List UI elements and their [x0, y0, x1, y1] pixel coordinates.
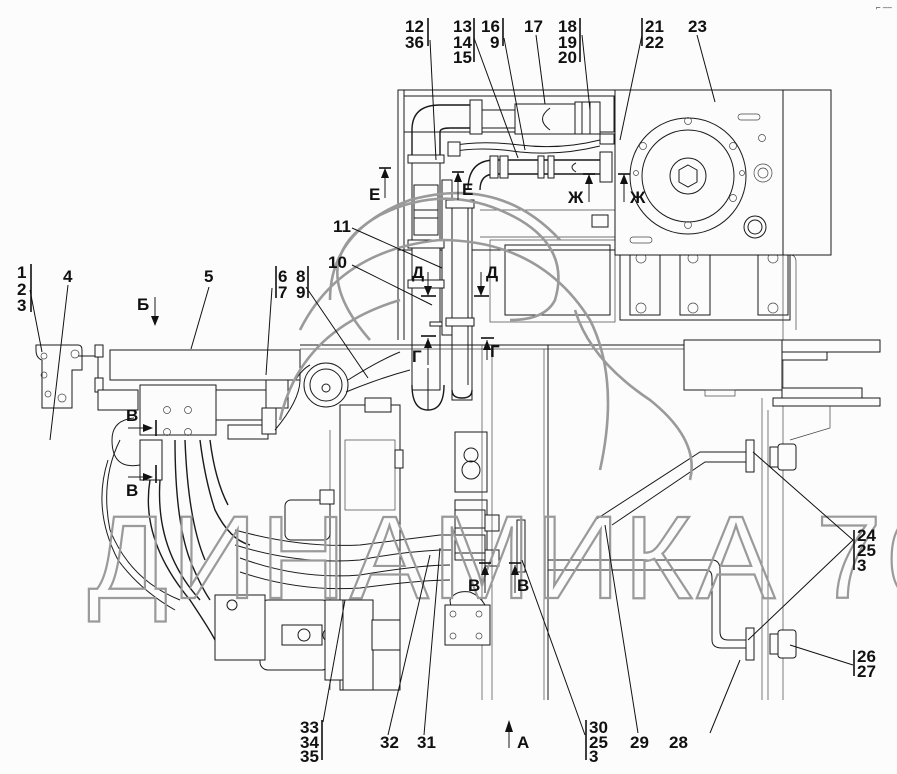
callout-33-34-35: 33 34 35: [300, 718, 323, 766]
svg-text:3: 3: [589, 747, 598, 766]
vertical-pipes: [407, 154, 475, 411]
view-arrow-e-left: Е: [369, 167, 391, 204]
callout-11: 11: [333, 217, 351, 236]
svg-text:Д: Д: [412, 263, 424, 282]
svg-text:34: 34: [300, 733, 319, 752]
svg-text:В: В: [468, 576, 480, 595]
svg-text:36: 36: [405, 33, 424, 52]
svg-text:Г: Г: [490, 342, 500, 361]
view-arrow-v-upper: В: [126, 406, 157, 436]
callout-4: 4: [63, 267, 73, 286]
view-arrow-zh-right: Ж: [618, 173, 646, 207]
watermark: ДИНАМИКА 76: [87, 191, 897, 625]
svg-text:14: 14: [453, 33, 472, 52]
svg-text:Ж: Ж: [629, 188, 646, 207]
callout-6-7: 6 7: [275, 266, 287, 302]
view-arrow-zh-left: Ж: [567, 173, 595, 207]
callout-17: 17: [524, 17, 543, 36]
svg-text:18: 18: [558, 17, 577, 36]
leader-lines: [29, 34, 854, 736]
callout-28: 28: [669, 733, 688, 752]
view-arrow-e-right: Е: [452, 171, 473, 200]
svg-text:30: 30: [589, 718, 608, 737]
svg-text:22: 22: [645, 33, 664, 52]
svg-text:13: 13: [453, 17, 472, 36]
svg-text:26: 26: [857, 647, 876, 666]
svg-text:Г: Г: [412, 347, 422, 366]
view-arrow-b-cyr: Б: [137, 295, 159, 326]
svg-text:33: 33: [300, 718, 319, 737]
callout-16-9: 16 9: [481, 17, 504, 52]
view-arrow-g-right: Г: [481, 337, 500, 361]
callout-13-14-15: 13 14 15: [453, 17, 475, 67]
svg-text:В: В: [126, 481, 138, 500]
callout-29: 29: [630, 733, 649, 752]
svg-text:15: 15: [453, 48, 472, 67]
callout-32: 32: [380, 733, 399, 752]
svg-text:Е: Е: [369, 185, 380, 204]
svg-text:6: 6: [278, 267, 287, 286]
view-arrow-g-left: Г: [412, 335, 436, 366]
valve-block-5: [35, 344, 301, 481]
svg-text:3: 3: [17, 296, 26, 315]
callout-31: 31: [417, 733, 436, 752]
svg-text:В: В: [126, 406, 138, 425]
svg-text:35: 35: [300, 747, 319, 766]
svg-text:9: 9: [490, 33, 499, 52]
callout-1-2-3: 1 2 3: [17, 263, 32, 315]
callout-26-27: 26 27: [853, 647, 876, 681]
upper-pipes: [411, 99, 615, 228]
view-arrow-v-lower: В: [126, 465, 157, 500]
svg-text:1: 1: [17, 263, 26, 282]
svg-text:24: 24: [857, 526, 876, 545]
pump-frame: [329, 345, 526, 700]
hoses: [101, 379, 452, 641]
callout-10: 10: [328, 253, 347, 272]
pulley: [287, 351, 411, 408]
callout-18-19-20: 18 19 20: [558, 17, 581, 67]
svg-text:Д: Д: [486, 263, 498, 282]
svg-text:А: А: [517, 733, 529, 752]
view-arrow-d-right: Д: [474, 263, 498, 297]
svg-text:3: 3: [857, 556, 866, 575]
hydraulic-motor: [214, 489, 401, 691]
watermark-text: ДИНАМИКА 76: [88, 492, 897, 624]
reducer-23: [614, 89, 832, 256]
svg-text:В: В: [517, 576, 529, 595]
svg-text:16: 16: [481, 17, 500, 36]
svg-text:19: 19: [558, 33, 577, 52]
corner-mark: ⌐ ––: [876, 3, 892, 12]
right-pipes: [548, 439, 797, 661]
callouts: 1 2 3 4 5 6 7 8 9 10 11 12 36 13 14 15: [17, 17, 876, 766]
view-arrows: Б В В Е Е Ж: [126, 167, 646, 752]
svg-text:Ж: Ж: [567, 188, 584, 207]
callout-12-36: 12 36: [405, 17, 429, 52]
svg-text:12: 12: [405, 17, 424, 36]
svg-text:9: 9: [296, 283, 305, 302]
svg-text:21: 21: [645, 17, 664, 36]
svg-text:2: 2: [17, 280, 26, 299]
callout-30-25-3: 30 25 3: [585, 718, 608, 766]
callout-24-25-3: 24 25 3: [853, 526, 876, 575]
view-arrow-v-bottom-left: В: [468, 562, 491, 595]
svg-text:25: 25: [589, 733, 608, 752]
svg-text:Б: Б: [137, 295, 149, 314]
view-arrow-v-bottom-right: В: [509, 562, 529, 595]
svg-text:25: 25: [857, 541, 876, 560]
callout-21-22: 21 22: [641, 17, 664, 52]
svg-text:20: 20: [558, 48, 577, 67]
svg-text:7: 7: [278, 283, 287, 302]
callout-8-9: 8 9: [296, 266, 309, 302]
svg-text:Е: Е: [462, 180, 473, 199]
svg-text:27: 27: [857, 662, 876, 681]
callout-5: 5: [204, 267, 213, 286]
view-arrow-d-left: Д: [412, 263, 436, 297]
svg-text:8: 8: [296, 267, 305, 286]
callout-23: 23: [688, 17, 707, 36]
view-arrow-a: А: [505, 720, 529, 752]
